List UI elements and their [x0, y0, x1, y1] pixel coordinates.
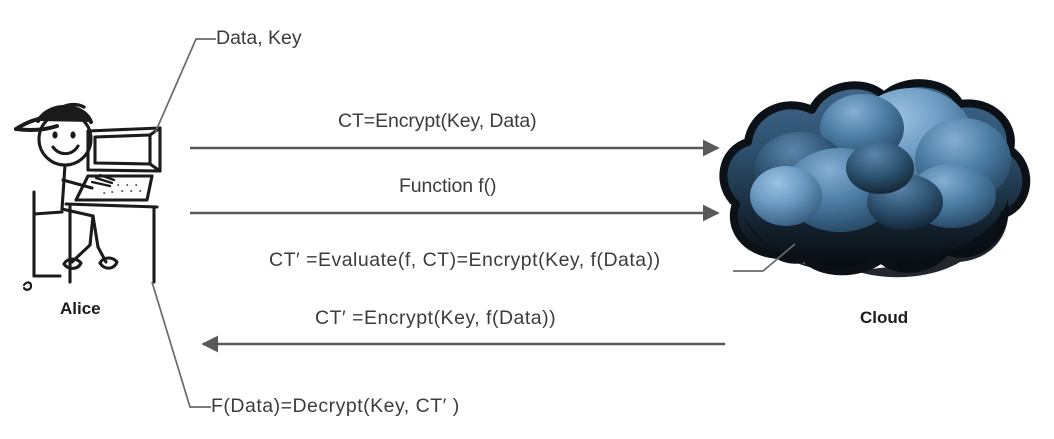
actor-label-cloud: Cloud	[860, 308, 909, 327]
leader-line-evaluate	[733, 243, 796, 272]
cloud-icon	[719, 79, 1031, 278]
note-data-key: Data, Key	[216, 27, 302, 49]
actor-label-alice: Alice	[60, 299, 101, 318]
message-label-result: CT′ =Encrypt(Key, f(Data))	[315, 307, 557, 329]
message-label-function: Function f()	[399, 175, 497, 197]
leader-line-decrypt	[151, 281, 211, 408]
alice-figure-icon	[14, 102, 162, 291]
message-label-encrypt: CT=Encrypt(Key, Data)	[338, 110, 537, 132]
leader-line-data-key	[154, 38, 216, 134]
note-evaluate: CT′ =Evaluate(f, CT)=Encrypt(Key, f(Data…	[269, 249, 661, 271]
note-decrypt: F(Data)=Decrypt(Key, CT′ )	[211, 395, 460, 417]
